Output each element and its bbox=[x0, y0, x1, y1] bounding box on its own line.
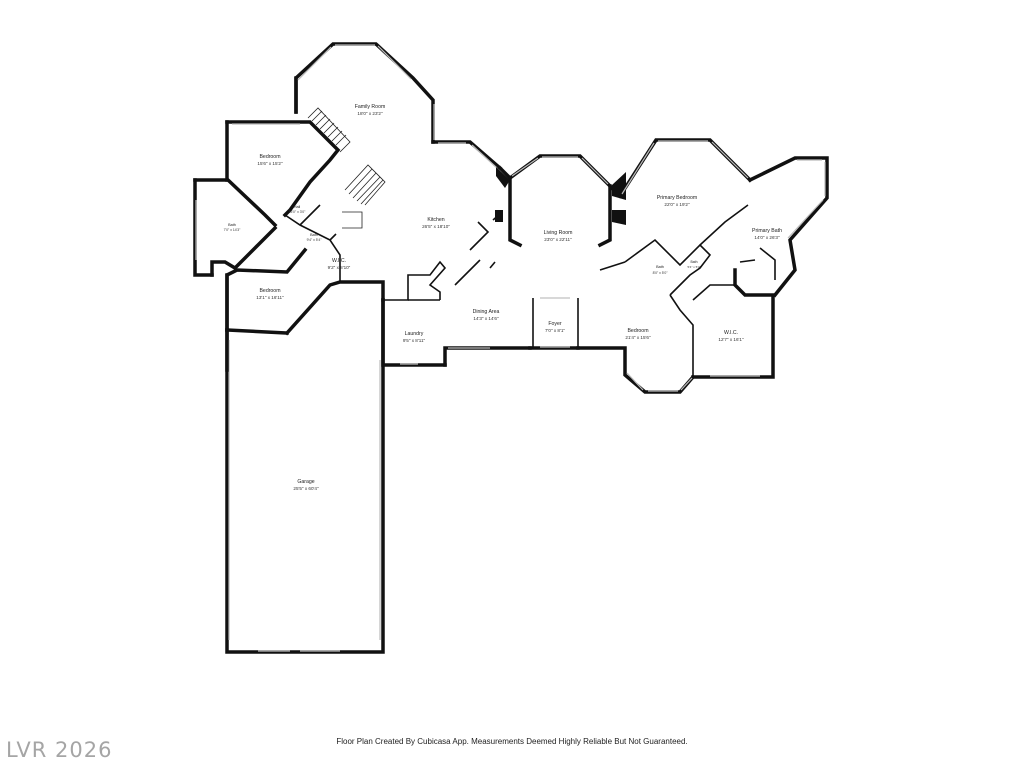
room-label-bath-2: Bath bbox=[310, 233, 318, 237]
room-label-living-room: Living Room bbox=[544, 230, 573, 236]
room-label-dining-area: Dining Area bbox=[473, 309, 500, 315]
room-dims-foyer: 7'0" x 8'1" bbox=[545, 328, 565, 333]
room-dims-primary-bedroom: 22'0" x 19'2" bbox=[664, 202, 690, 207]
garage-walls bbox=[225, 273, 385, 654]
room-label-bedroom-1: Bedroom bbox=[259, 154, 280, 160]
room-label-primary-bath: Primary Bath bbox=[752, 228, 782, 234]
room-dims-bath-2: 9'4" x 5'4" bbox=[307, 238, 323, 242]
room-labels: Family Room 18'0" x 23'2" Bedroom 15'6" … bbox=[224, 104, 782, 491]
room-dims-bedroom-3: 21'4" x 15'6" bbox=[625, 335, 651, 340]
room-dims-kitchen: 26'5" x 18'10" bbox=[422, 224, 450, 229]
room-dims-bath-4: 5'4" x 5'4" bbox=[687, 265, 700, 269]
footer-note: Floor Plan Created By Cubicasa App. Meas… bbox=[336, 737, 688, 746]
room-label-bedroom-2: Bedroom bbox=[259, 288, 280, 294]
room-dims-wic-1: 9'2" x 8'10" bbox=[328, 265, 351, 270]
room-dims-bedroom-2: 13'1" x 16'11" bbox=[256, 295, 284, 300]
center-walls bbox=[381, 213, 532, 367]
room-label-wic-1: W.I.C. bbox=[332, 258, 346, 264]
foyer-walls bbox=[528, 297, 580, 350]
room-dims-bath-3: 8'0" x 5'0" bbox=[653, 271, 669, 275]
east-wing-walls bbox=[576, 138, 829, 394]
room-dims-living-room: 23'0" x 22'11" bbox=[544, 237, 572, 242]
room-label-laundry: Laundry bbox=[405, 331, 424, 337]
room-dims-bedroom-1: 15'6" x 15'2" bbox=[257, 161, 283, 166]
room-label-bath-4: Bath bbox=[691, 260, 698, 264]
room-dims-hall: 15'0" x 3'0" bbox=[289, 210, 307, 214]
west-wing-walls bbox=[193, 120, 385, 372]
watermark: LVR 2026 bbox=[6, 738, 113, 762]
room-label-bedroom-3: Bedroom bbox=[627, 328, 648, 334]
room-label-kitchen: Kitchen bbox=[427, 217, 444, 223]
room-label-family-room: Family Room bbox=[355, 104, 386, 110]
living-room-walls bbox=[495, 154, 626, 248]
room-dims-bath-1: 7'0" x 14'3" bbox=[224, 228, 242, 232]
hall-stairs bbox=[307, 107, 386, 229]
room-label-bath-1: Bath bbox=[228, 223, 236, 227]
room-label-hall: Hall bbox=[294, 205, 301, 209]
room-dims-wic-2: 12'7" x 16'1" bbox=[718, 337, 744, 342]
room-label-bath-3: Bath bbox=[656, 265, 664, 269]
room-dims-laundry: 9'5" x 8'11" bbox=[403, 338, 426, 343]
room-label-primary-bedroom: Primary Bedroom bbox=[657, 195, 697, 201]
family-room-walls bbox=[294, 42, 503, 171]
room-label-wic-2: W.I.C. bbox=[724, 330, 738, 336]
room-dims-primary-bath: 14'0" x 26'3" bbox=[754, 235, 780, 240]
room-label-foyer: Foyer bbox=[548, 321, 562, 327]
room-dims-garage: 25'5" x 60'4" bbox=[293, 486, 319, 491]
room-label-garage: Garage bbox=[297, 479, 314, 485]
room-dims-family-room: 18'0" x 23'2" bbox=[357, 111, 383, 116]
room-dims-dining-area: 14'3" x 14'6" bbox=[473, 316, 499, 321]
